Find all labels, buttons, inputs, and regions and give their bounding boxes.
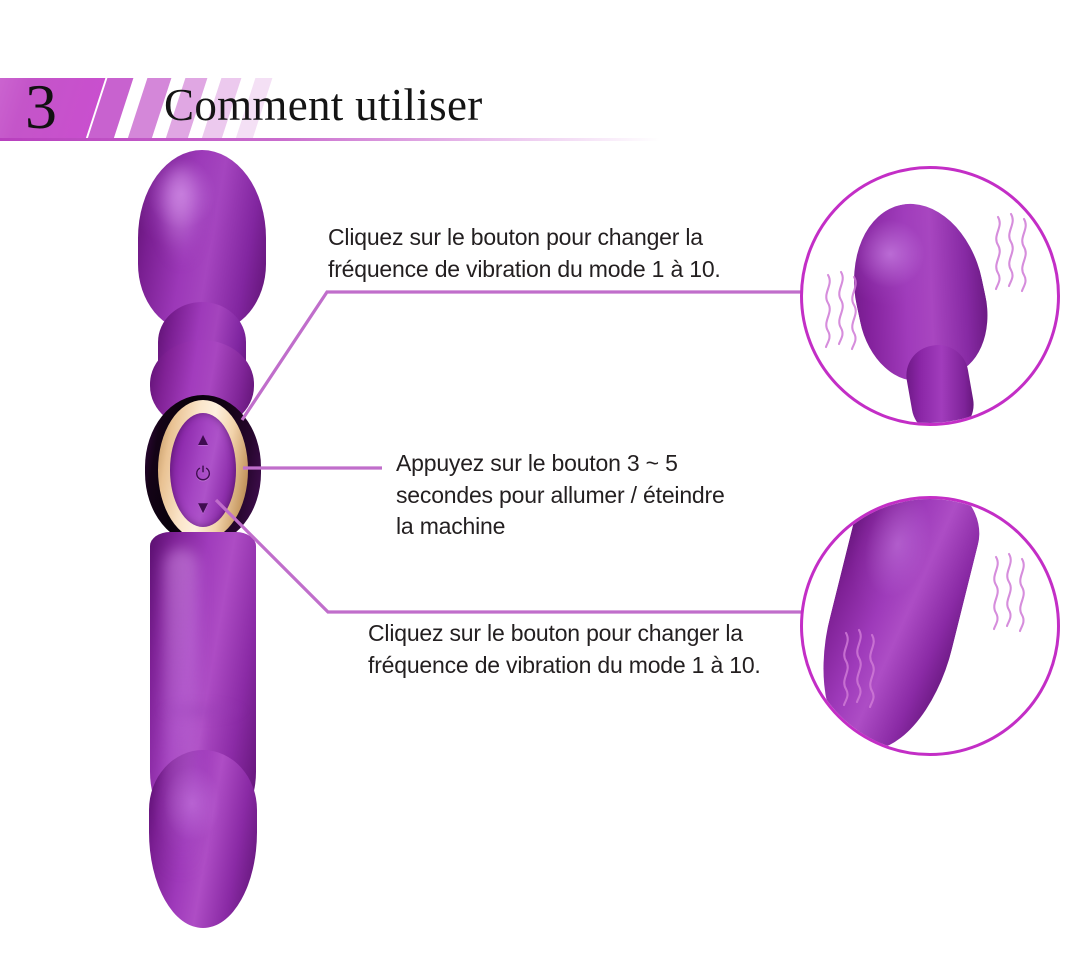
header-underline — [0, 138, 660, 141]
vibration-waves-right-icon — [991, 211, 1037, 295]
device-button-pad[interactable]: ▲ ⏻ ▼ — [170, 413, 236, 527]
device-head-highlight — [160, 168, 204, 264]
page-title: Comment utiliser — [164, 80, 483, 130]
inset-head-detail — [800, 166, 1060, 426]
vibration-waves-right-icon — [989, 551, 1035, 635]
device-seam-shadow — [156, 698, 248, 724]
increase-triangle-icon[interactable]: ▲ — [194, 430, 212, 449]
inset-shaft-shape — [803, 499, 991, 753]
device-shaft-highlight — [164, 548, 198, 878]
step-number: 3 — [25, 71, 57, 142]
vibration-waves-left-icon — [821, 269, 867, 353]
vibration-waves-left-icon — [839, 627, 885, 711]
section-header: 3 Comment utiliser — [0, 71, 1080, 142]
decrease-triangle-icon[interactable]: ▼ — [194, 498, 212, 517]
leader-line-top — [240, 290, 806, 421]
inset-shaft-detail — [800, 496, 1060, 756]
power-icon[interactable]: ⏻ — [195, 464, 211, 485]
callout-text-top: Cliquez sur le bouton pour changer la fr… — [328, 224, 721, 282]
callout-text-bottom: Cliquez sur le bouton pour changer la fr… — [368, 620, 761, 678]
callout-text-middle: Appuyez sur le bouton 3 ~ 5 secondes pou… — [396, 450, 725, 540]
product-illustration: ▲ ⏻ ▼ — [120, 150, 310, 928]
